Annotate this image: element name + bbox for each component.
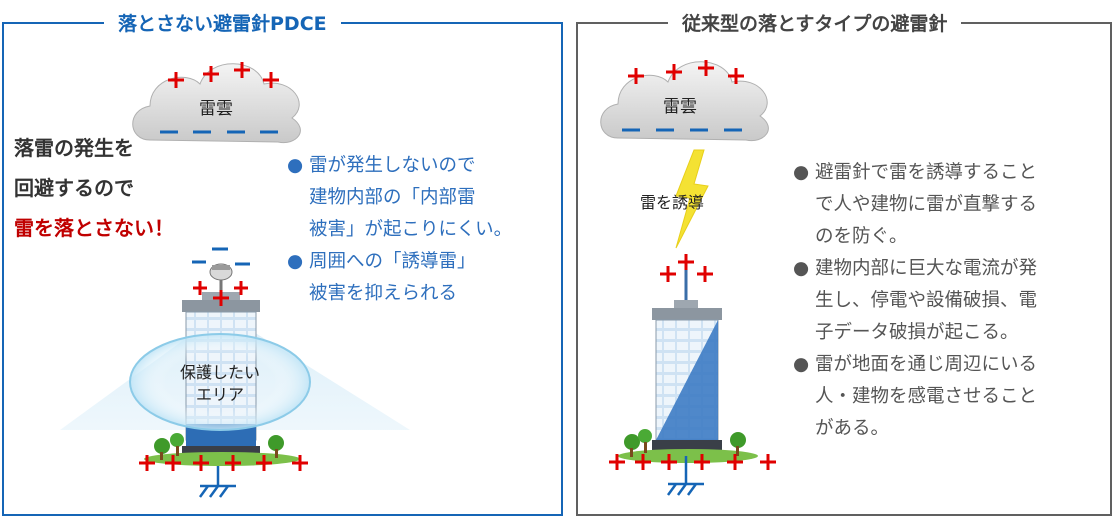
list-item: ● 避雷針で雷を誘導すること で人や建物に雷が直撃する のを防ぐ。 xyxy=(793,157,1037,253)
headline-line-3: 雷を落とさない！ xyxy=(14,216,174,240)
ground-right xyxy=(618,429,758,463)
cloud-label-left: 雷雲 xyxy=(199,99,233,119)
bullet-dot-icon: ● xyxy=(793,354,810,375)
negative-charges-device xyxy=(192,247,250,266)
conventional-issues-list: ● 避雷針で雷を誘導すること で人や建物に雷が直撃する のを防ぐ。 ● 建物内部… xyxy=(793,157,1037,445)
positive-charges-rod xyxy=(660,254,713,282)
ground-left xyxy=(144,433,300,466)
bullet-dot-icon: ● xyxy=(287,155,304,176)
list-item: ● 雷が地面を通じ周辺にいる 人・建物を感電させること がある。 xyxy=(793,349,1037,445)
headline-line-2: 回避するので xyxy=(14,176,134,200)
panel-title-conventional: 従来型の落とすタイプの避雷針 xyxy=(668,10,962,38)
cloud-label-right: 雷雲 xyxy=(663,97,697,117)
cloud-right xyxy=(600,61,769,142)
list-item: ● 周囲への「誘導雷」 被害を抑えられる xyxy=(287,246,512,310)
headline-line-1: 落雷の発生を xyxy=(14,136,134,160)
bullet-dot-icon: ● xyxy=(793,258,810,279)
ground-symbol-left-icon xyxy=(198,466,236,498)
positive-charges-left-cloud xyxy=(168,62,279,88)
pdce-benefits-list: ● 雷が発生しないので 建物内部の「内部雷 被害」が起こりにくい。 ● 周囲への… xyxy=(287,150,512,310)
panel-title-pdce: 落とさない避雷針PDCE xyxy=(104,10,341,38)
bullet-dot-icon: ● xyxy=(287,251,304,272)
conventional-building xyxy=(652,300,722,456)
protection-zone-label: 保護したい エリア xyxy=(179,363,260,404)
protection-zone xyxy=(129,333,311,431)
pdce-headline: 落雷の発生を 回避するので 雷を落とさない！ xyxy=(14,128,174,248)
induce-label: 雷を誘導 xyxy=(640,193,705,212)
conventional-panel: 従来型の落とすタイプの避雷針 xyxy=(576,10,1112,516)
positive-charges-right-cloud xyxy=(628,60,744,84)
list-item: ● 建物内部に巨大な電流が発 生し、停電や設備破損、電 子データ破損が起こる。 xyxy=(793,253,1037,349)
lightning-bolt-icon xyxy=(675,149,709,249)
bullet-dot-icon: ● xyxy=(793,162,810,183)
positive-charges-ground-right xyxy=(609,454,776,470)
ground-symbol-right-icon xyxy=(666,456,704,496)
positive-charges-ground-left xyxy=(139,455,308,471)
pdce-panel: 落とさない避雷針PDCE xyxy=(2,10,563,516)
list-item: ● 雷が発生しないので 建物内部の「内部雷 被害」が起こりにくい。 xyxy=(287,150,512,246)
positive-charges-device xyxy=(193,281,248,306)
